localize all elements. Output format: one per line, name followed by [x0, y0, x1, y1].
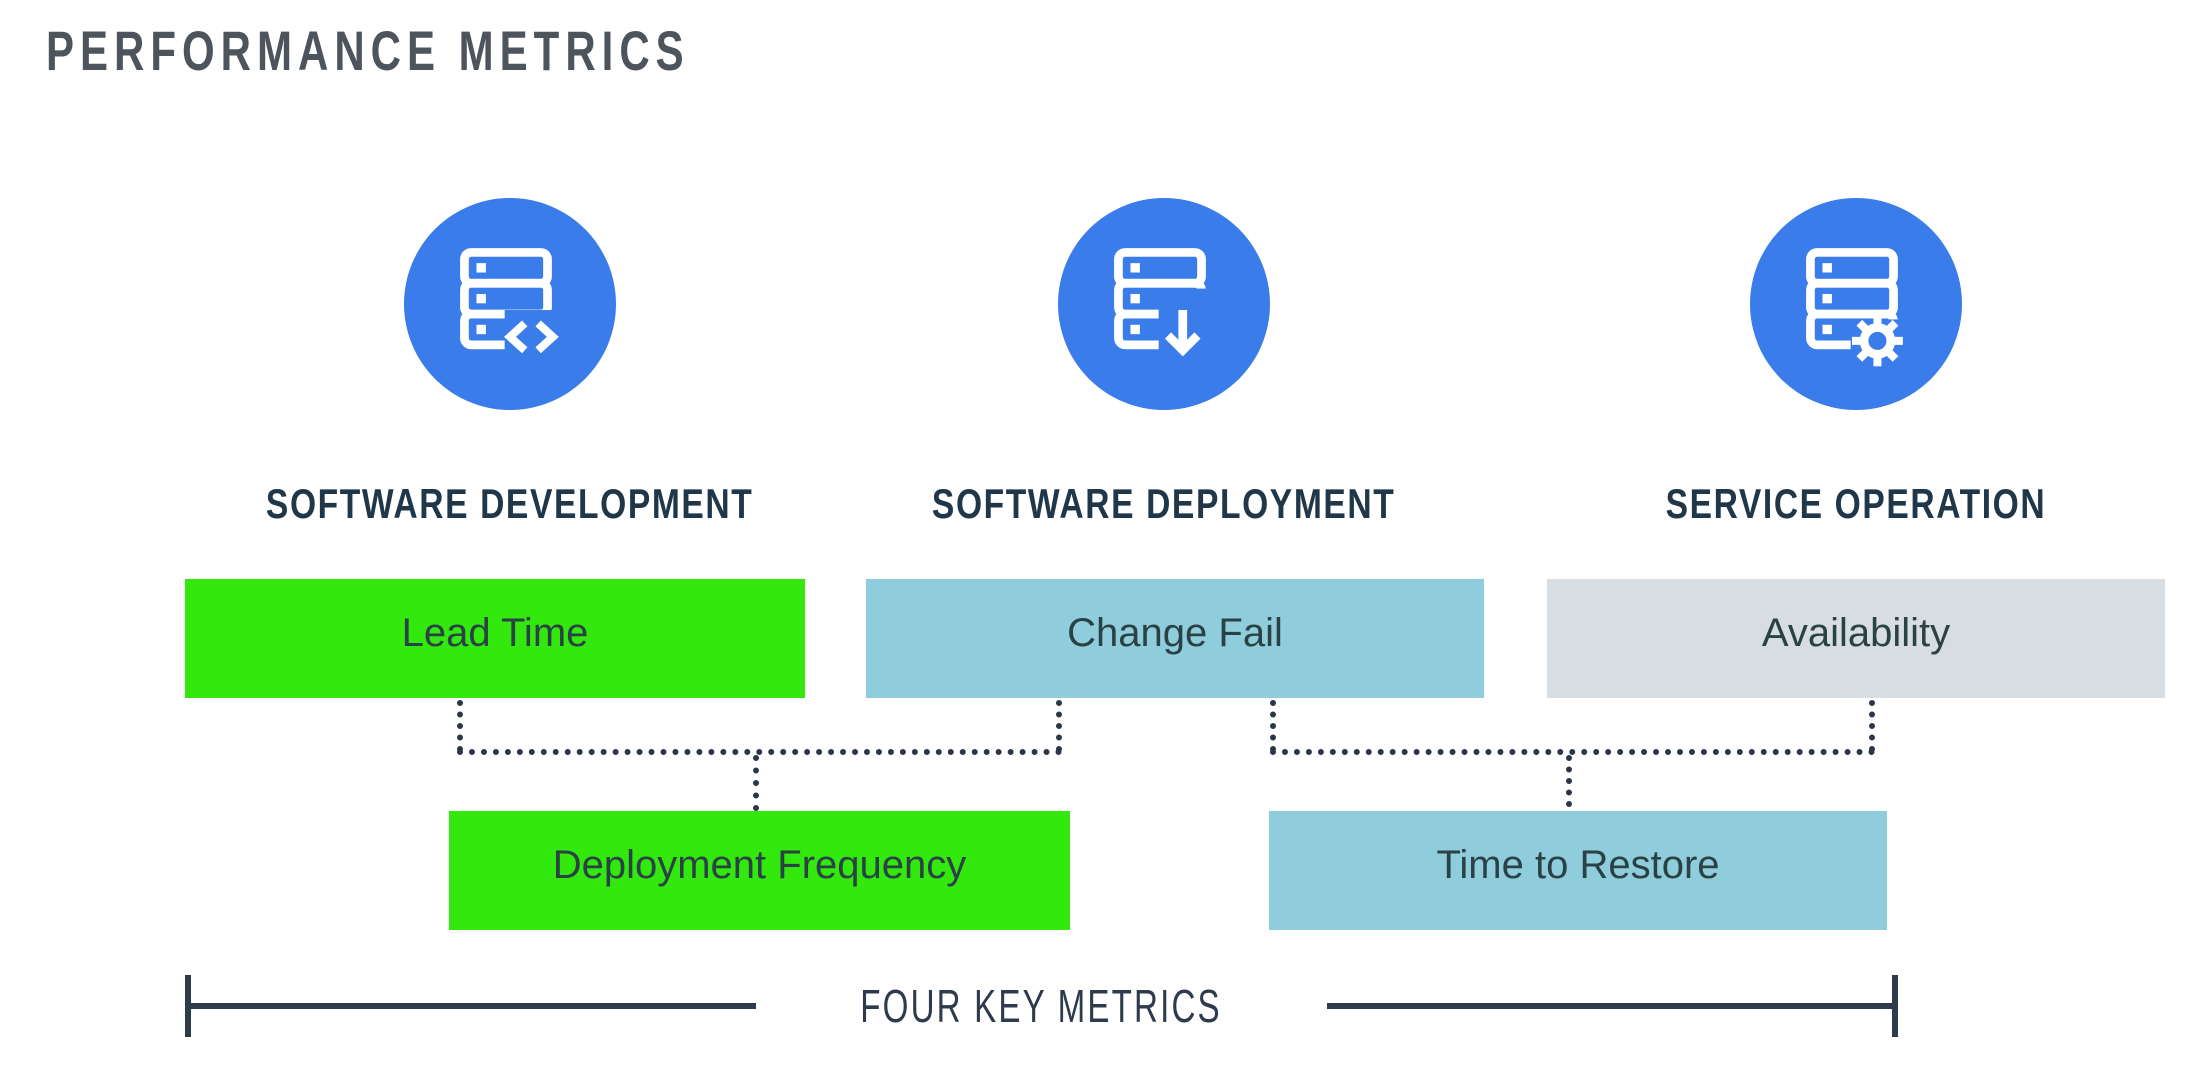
page-title: PERFORMANCE METRICS: [46, 19, 690, 82]
four-key-metrics-bracket: FOUR KEY METRICS: [185, 975, 1898, 1037]
server-gear-icon: [1789, 235, 1923, 374]
metric-bar-lead-time: Lead Time: [185, 579, 805, 698]
server-code-icon: [443, 235, 577, 374]
heading-label: SOFTWARE DEVELOPMENT: [266, 480, 754, 527]
bracket-right-line: [1326, 1003, 1892, 1009]
column-heading-service-operation: SERVICE OPERATION: [1506, 478, 2188, 530]
connector-stub-availability: [1869, 700, 1875, 752]
connector-drop-deployment-frequency: [753, 755, 759, 811]
column-heading-software-development: SOFTWARE DEVELOPMENT: [160, 478, 860, 530]
server-arrow-down-icon: [1097, 235, 1231, 374]
heading-label: SERVICE OPERATION: [1665, 480, 2047, 527]
software-deployment-icon-circle: [1058, 198, 1270, 410]
connector-stub-lead-time: [457, 700, 463, 752]
connector-stub-change-fail-right: [1270, 700, 1276, 752]
column-heading-software-deployment: SOFTWARE DEPLOYMENT: [814, 478, 1514, 530]
bracket-left-line: [191, 1003, 757, 1009]
heading-label: SOFTWARE DEPLOYMENT: [932, 480, 1396, 527]
bracket-right-tick: [1892, 975, 1898, 1037]
metric-bar-deployment-frequency: Deployment Frequency: [449, 811, 1070, 930]
bracket-left-tick: [185, 975, 191, 1037]
software-development-icon-circle: [404, 198, 616, 410]
service-operation-icon-circle: [1750, 198, 1962, 410]
metric-bar-availability: Availability: [1547, 579, 2165, 698]
connector-drop-time-to-restore: [1566, 755, 1572, 807]
connector-stub-change-fail-left: [1056, 700, 1062, 752]
connector-line-deployment-frequency: [457, 749, 1062, 755]
metric-bar-time-to-restore: Time to Restore: [1269, 811, 1887, 930]
four-key-metrics-label: FOUR KEY METRICS: [860, 980, 1223, 1032]
connector-line-time-to-restore: [1270, 749, 1875, 755]
metric-bar-change-fail: Change Fail: [866, 579, 1484, 698]
